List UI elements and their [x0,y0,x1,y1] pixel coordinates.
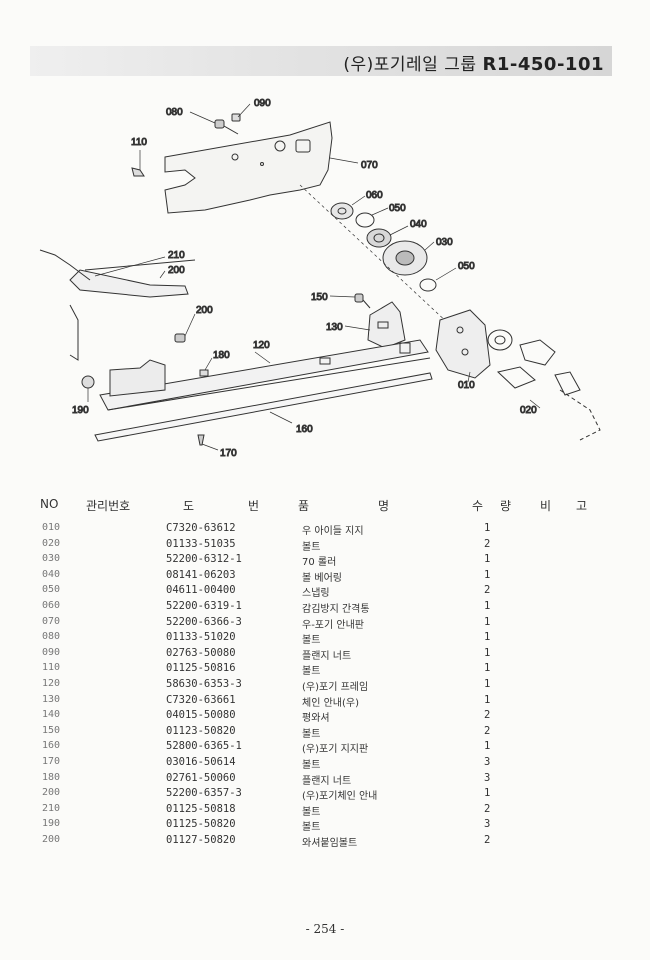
callout-010: 010 [458,380,475,391]
nut-090 [231,113,241,122]
col-bi: 비 [540,499,552,513]
callout-060: 060 [366,190,383,201]
idler-support-010 [435,309,513,379]
bolt-080 [214,119,239,135]
col-go: 고 [576,499,588,513]
callout-040: 040 [410,219,427,230]
callout-030: 030 [436,237,453,248]
group-code: R1-450-101 [482,54,604,75]
callout-070: 070 [361,160,378,171]
group-title: (우)포기레일 그룹 [343,55,477,75]
bolt-110 [131,167,145,177]
col-do: 도 [183,499,195,513]
callout-150: 150 [311,292,328,303]
col-no: NO [40,497,59,511]
col-pum: 품 [298,499,310,513]
snap-ring-050 [355,212,375,228]
callout-110: 110 [131,137,147,148]
table-header: NO 관리번호 도 번 품 명 수 량 비 고 [0,497,650,515]
chain-guide-200 [39,249,196,361]
support-plate-160 [94,372,433,442]
col-mgmt: 관리번호 [86,499,131,513]
callout-120: 120 [253,340,270,351]
callout-170: 170 [220,448,237,459]
bolt-200 [174,333,186,343]
header-band [30,46,612,76]
guide-plate-070 [164,121,333,214]
leader-lines [87,103,541,451]
frame-120 [99,339,431,411]
callout-210: 210 [168,250,185,261]
snap-ring-050b [419,278,437,292]
callout-130: 130 [326,322,343,333]
col-su: 수 [472,499,484,513]
nut-180 [199,369,209,377]
col-myeong: 명 [378,499,390,513]
callout-190: 190 [72,405,89,416]
chain-guide-130 [367,301,406,349]
callout-020: 020 [520,405,537,416]
callout-180: 180 [213,350,230,361]
col-ryang: 량 [500,499,512,513]
callout-050: 050 [389,203,406,214]
bearing-040 [366,228,392,248]
roller-030 [382,240,428,276]
callout-090: 090 [254,98,271,109]
callout-080: 080 [166,107,183,118]
exploded-parts-diagram: 080 090 110 070 060 050 040 030 050 210 … [39,98,601,460]
bolts-020 [496,339,601,441]
spacer-060 [330,202,354,220]
bolt-150 [354,293,371,309]
bolt-170 [197,434,205,446]
callout-200a: 200 [168,265,185,276]
callout-200b: 200 [196,305,213,316]
bolt-190 [81,375,95,389]
page-number: - 254 - [305,922,345,936]
col-beon: 번 [248,499,260,513]
callout-160: 160 [296,424,313,435]
callout-050b: 050 [458,261,475,272]
